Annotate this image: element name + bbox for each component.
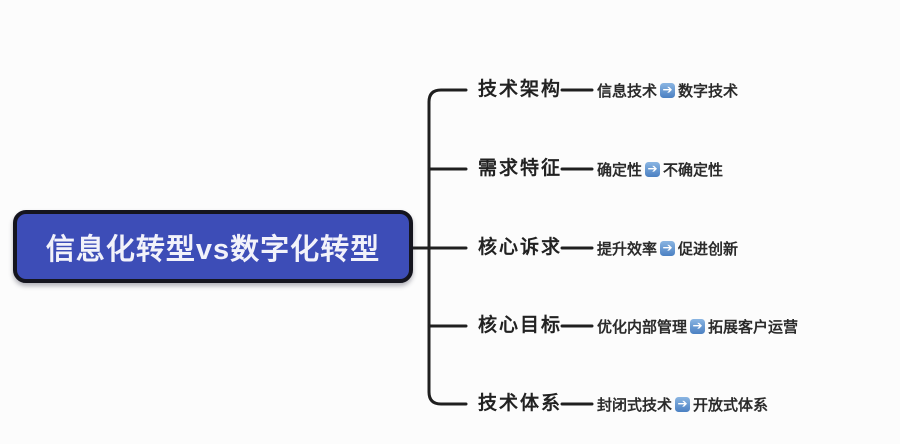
leaf-to-text: 促进创新 [678,240,739,258]
right-arrow-icon: ➔ [660,82,676,98]
right-arrow-icon: ➔ [675,396,691,412]
leaf-node-core-appeal[interactable]: 提升效率 ➔ 促进创新 [597,238,738,258]
branch-node-tech-system[interactable]: 技术体系 [478,393,563,414]
root-node-label: 信息化转型vs数字化转型 [45,233,381,266]
right-arrow-icon: ➔ [645,161,661,177]
leaf-node-tech-system[interactable]: 封闭式技术 ➔ 开放式体系 [597,394,768,414]
leaf-node-demand-traits[interactable]: 确定性 ➔ 不确定性 [597,159,723,179]
branch-node-tech-architecture[interactable]: 技术架构 [478,79,563,100]
leaf-from-text: 提升效率 [597,240,658,258]
leaf-node-tech-architecture[interactable]: 信息技术 ➔ 数字技术 [597,80,738,100]
leaf-to-text: 开放式体系 [693,396,769,414]
right-arrow-icon: ➔ [690,318,706,334]
leaf-to-text: 拓展客户运营 [708,318,799,336]
leaf-from-text: 封闭式技术 [597,396,673,414]
leaf-from-text: 优化内部管理 [597,318,688,336]
leaf-from-text: 信息技术 [597,82,658,100]
leaf-node-core-goal[interactable]: 优化内部管理 ➔ 拓展客户运营 [597,316,798,336]
leaf-to-text: 数字技术 [678,82,739,100]
right-arrow-icon: ➔ [660,240,676,256]
branch-node-core-goal[interactable]: 核心目标 [478,315,563,336]
leaf-from-text: 确定性 [597,161,643,179]
trunk-line [427,88,468,406]
branch-node-demand-traits[interactable]: 需求特征 [478,158,563,179]
branch-node-core-appeal[interactable]: 核心诉求 [478,237,563,258]
root-node[interactable]: 信息化转型vs数字化转型 [13,210,413,283]
leaf-to-text: 不确定性 [663,161,724,179]
